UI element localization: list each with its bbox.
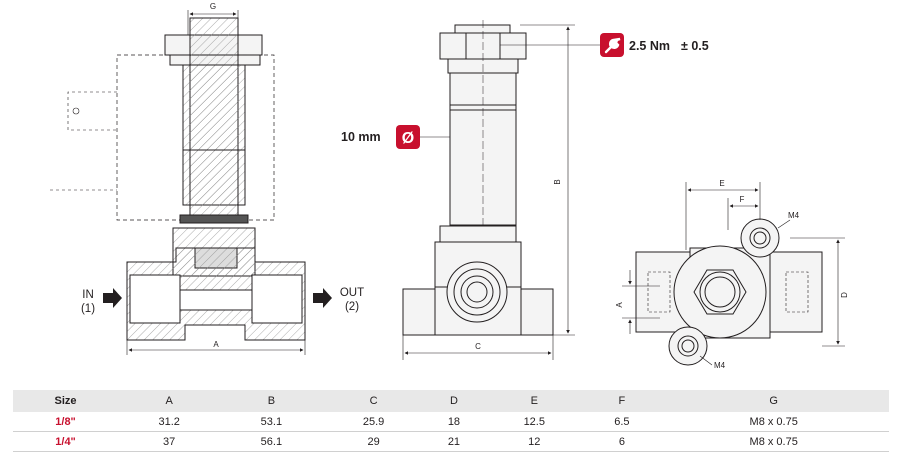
cell-a: 37 bbox=[118, 431, 221, 452]
cell-size: 1/8" bbox=[13, 412, 119, 432]
torque-tolerance: ± 0.5 bbox=[681, 39, 709, 53]
header-g: G bbox=[658, 390, 889, 412]
torque-wrench-icon bbox=[600, 33, 624, 57]
cell-size: 1/4" bbox=[13, 431, 119, 452]
thread-label-bottom: M4 bbox=[714, 361, 726, 370]
cell-a: 31.2 bbox=[118, 412, 221, 432]
cell-d: 18 bbox=[424, 412, 484, 432]
dim-label-c: C bbox=[475, 342, 481, 351]
cell-f: 6 bbox=[585, 431, 659, 452]
out-port-number: (2) bbox=[345, 301, 359, 313]
header-b: B bbox=[220, 390, 323, 412]
cell-b: 56.1 bbox=[220, 431, 323, 452]
dim-label-f: F bbox=[740, 195, 745, 204]
header-e: E bbox=[483, 390, 586, 412]
table-row: 1/8" 31.2 53.1 25.9 18 12.5 6.5 M8 x 0.7… bbox=[13, 412, 889, 432]
cell-f: 6.5 bbox=[585, 412, 659, 432]
cell-c: 25.9 bbox=[322, 412, 425, 432]
table-row: 1/4" 37 56.1 29 21 12 6 M8 x 0.75 bbox=[13, 431, 889, 452]
header-f: F bbox=[585, 390, 659, 412]
cell-e: 12 bbox=[483, 431, 586, 452]
technical-drawing: G A IN (1) OUT (2) bbox=[50, 2, 849, 370]
in-port-label: IN bbox=[82, 289, 94, 301]
out-port-label: OUT bbox=[340, 287, 364, 299]
cell-g: M8 x 0.75 bbox=[658, 412, 889, 432]
diameter-icon: Ø bbox=[402, 130, 414, 147]
diameter-badge: Ø bbox=[396, 125, 420, 149]
diameter-value: 10 mm bbox=[341, 130, 381, 144]
dimension-table: Size A B C D E F G 1/8" 31.2 53.1 25.9 1… bbox=[13, 390, 889, 452]
header-d: D bbox=[424, 390, 484, 412]
dim-label-b: B bbox=[553, 179, 562, 184]
cell-d: 21 bbox=[424, 431, 484, 452]
dim-label-a-side: A bbox=[615, 302, 624, 308]
cell-c: 29 bbox=[322, 431, 425, 452]
torque-value: 2.5 Nm bbox=[629, 39, 670, 53]
header-a: A bbox=[118, 390, 221, 412]
dim-label-e: E bbox=[719, 179, 724, 188]
header-size: Size bbox=[13, 390, 119, 412]
front-view bbox=[402, 20, 600, 360]
dim-label-a: A bbox=[213, 340, 219, 349]
in-port-number: (1) bbox=[81, 303, 95, 315]
cell-g: M8 x 0.75 bbox=[658, 431, 889, 452]
dim-label-d: D bbox=[840, 292, 849, 298]
thread-label-top: M4 bbox=[788, 211, 800, 220]
dim-label-g: G bbox=[210, 2, 216, 11]
section-view bbox=[50, 10, 332, 355]
cell-b: 53.1 bbox=[220, 412, 323, 432]
table-header-row: Size A B C D E F G bbox=[13, 390, 889, 412]
header-c: C bbox=[322, 390, 425, 412]
bottom-view bbox=[622, 182, 845, 366]
cell-e: 12.5 bbox=[483, 412, 586, 432]
